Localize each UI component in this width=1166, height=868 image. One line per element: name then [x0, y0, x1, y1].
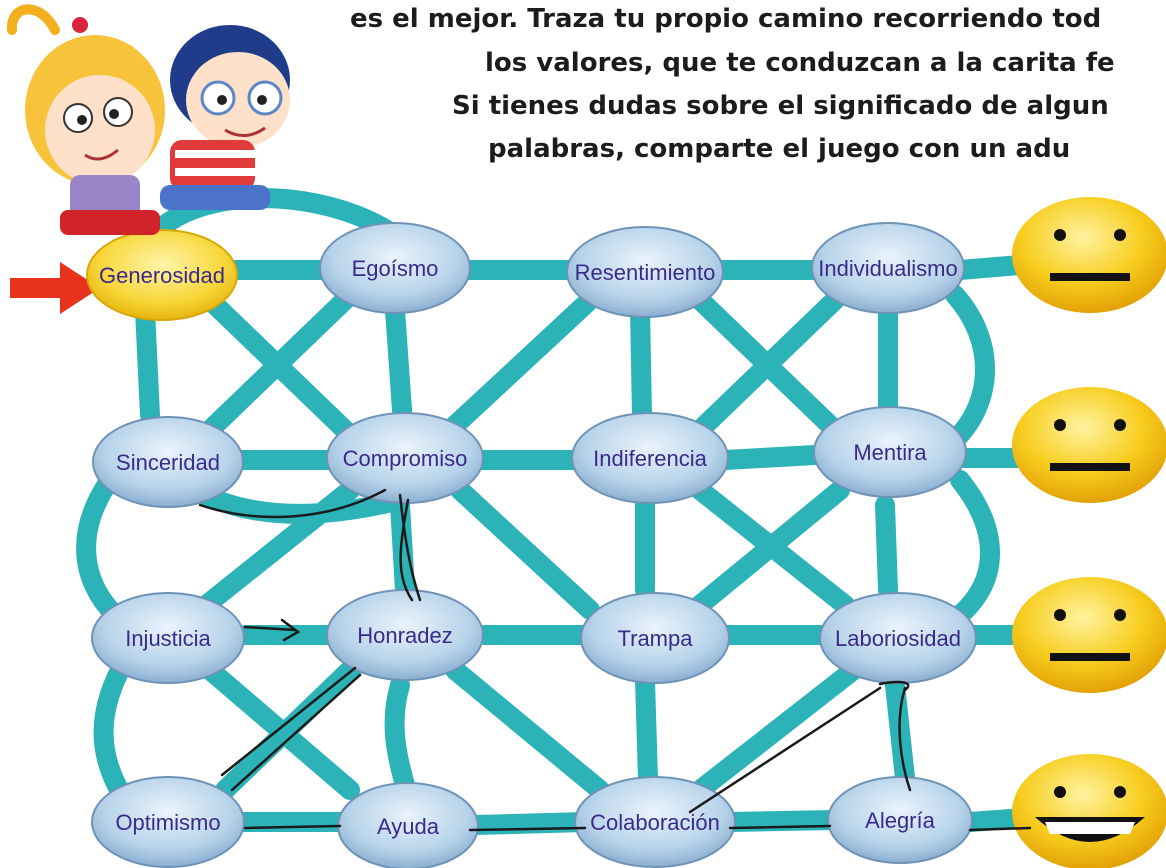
path-mentira-laboriosidad-loop[interactable]	[950, 470, 1000, 625]
node-ayuda[interactable]: Ayuda	[337, 782, 479, 868]
path-individualismo-face1[interactable]	[950, 255, 1030, 280]
instruction-line-3: Si tienes dudas sobre el significado de …	[452, 91, 1109, 121]
path-resentimiento-indiferencia[interactable]	[630, 300, 652, 425]
pencil-trace	[198, 488, 1032, 832]
girl-illustration	[6, 4, 165, 235]
node-label: Ayuda	[377, 814, 440, 839]
boy-illustration	[160, 25, 290, 210]
maze-nodes: Generosidad Egoísmo Resentimiento Individua…	[86, 222, 977, 868]
path-trampa-colaboracion[interactable]	[635, 670, 658, 790]
node-bubble[interactable]	[326, 589, 484, 681]
node-trampa[interactable]: Trampa	[580, 592, 730, 684]
path-egoismo-sinceridad[interactable]	[200, 290, 355, 440]
node-label: Honradez	[357, 623, 452, 648]
path-indiferencia-mentira[interactable]	[715, 445, 825, 470]
path-egoismo-compromiso[interactable]	[385, 300, 412, 420]
node-label: Resentimiento	[575, 260, 716, 285]
node-mentira[interactable]: Mentira	[813, 406, 967, 498]
path-compromiso-resentimiento[interactable]	[440, 290, 600, 440]
node-bubble[interactable]	[86, 229, 238, 321]
node-bubble[interactable]	[91, 592, 245, 684]
path-injusticia-optimismo[interactable]	[93, 660, 135, 810]
node-label: Alegría	[865, 808, 935, 833]
path-generosidad-sinceridad[interactable]	[135, 300, 160, 425]
node-generosidad[interactable]: Generosidad	[86, 229, 238, 321]
face-2-neutral-icon[interactable]	[1012, 387, 1166, 503]
path-honradez-colaboracion[interactable]	[445, 660, 610, 800]
instruction-line-4: palabras, comparte el juego con un adu	[488, 134, 1071, 164]
node-sinceridad[interactable]: Sinceridad	[92, 416, 244, 508]
node-label: Egoísmo	[352, 256, 439, 281]
node-indiferencia[interactable]: Indiferencia	[571, 412, 729, 504]
node-label: Individualismo	[818, 256, 957, 281]
node-label: Trampa	[618, 626, 694, 651]
path-ayuda-colaboracion[interactable]	[465, 812, 595, 835]
node-bubble[interactable]	[827, 776, 973, 864]
node-compromiso[interactable]: Compromiso	[326, 412, 484, 504]
node-bubble[interactable]	[571, 412, 729, 504]
node-individualismo[interactable]: Individualismo	[811, 222, 965, 314]
path-mentira-laboriosidad[interactable]	[875, 495, 898, 600]
node-injusticia[interactable]: Injusticia	[91, 592, 245, 684]
path-colaboracion-alegria[interactable]	[720, 810, 845, 832]
node-optimismo[interactable]: Optimismo	[91, 776, 245, 868]
cartoon-kids-illustration	[6, 4, 290, 235]
path-individualismo-indiferencia[interactable]	[690, 290, 845, 440]
face-3-neutral-icon[interactable]	[1012, 577, 1166, 693]
path-compromiso-honradez[interactable]	[390, 495, 415, 600]
node-egoismo[interactable]: Egoísmo	[319, 222, 471, 314]
node-bubble[interactable]	[92, 416, 244, 508]
node-honradez[interactable]: Honradez	[326, 589, 484, 681]
path-compromiso-trampa[interactable]	[450, 480, 600, 620]
node-label: Colaboración	[590, 810, 720, 835]
face-4-happy-scribbled-icon[interactable]	[1012, 754, 1166, 868]
path-sinceridad-compromiso-curve[interactable]	[185, 480, 410, 524]
node-label: Compromiso	[343, 446, 468, 471]
node-bubble[interactable]	[326, 412, 484, 504]
path-sinceridad-injusticia[interactable]	[76, 470, 125, 625]
node-bubble[interactable]	[319, 222, 471, 314]
node-label: Mentira	[853, 440, 927, 465]
instruction-line-1: es el mejor. Traza tu propio camino reco…	[350, 4, 1102, 34]
instruction-line-2: los valores, que te conduzcan a la carit…	[485, 48, 1115, 78]
node-label: Generosidad	[99, 263, 225, 288]
node-colaboracion[interactable]: Colaboración	[574, 776, 736, 868]
node-bubble[interactable]	[91, 776, 245, 868]
arrow-icon	[10, 262, 100, 314]
node-label: Indiferencia	[593, 446, 708, 471]
node-label: Laboriosidad	[835, 626, 961, 651]
node-bubble[interactable]	[574, 776, 736, 868]
node-resentimiento[interactable]: Resentimiento	[566, 226, 724, 318]
path-honradez-ayuda[interactable]	[384, 675, 415, 795]
result-faces	[1012, 197, 1166, 868]
instructions-text: es el mejor. Traza tu propio camino reco…	[300, 0, 1166, 180]
node-bubble[interactable]	[811, 222, 965, 314]
path-colaboracion-laboriosidad[interactable]	[690, 655, 870, 800]
node-label: Sinceridad	[116, 450, 220, 475]
path-mentira-trampa[interactable]	[690, 480, 850, 615]
node-alegria[interactable]: Alegría	[827, 776, 973, 864]
node-label: Optimismo	[115, 810, 220, 835]
node-laboriosidad[interactable]: Laboriosidad	[819, 592, 977, 684]
node-label: Injusticia	[125, 626, 211, 651]
path-individualismo-mentira-loop[interactable]	[945, 285, 995, 450]
face-1-neutral-icon[interactable]	[1012, 197, 1166, 313]
node-bubble[interactable]	[566, 226, 724, 318]
node-bubble[interactable]	[580, 592, 730, 684]
node-bubble[interactable]	[813, 406, 967, 498]
